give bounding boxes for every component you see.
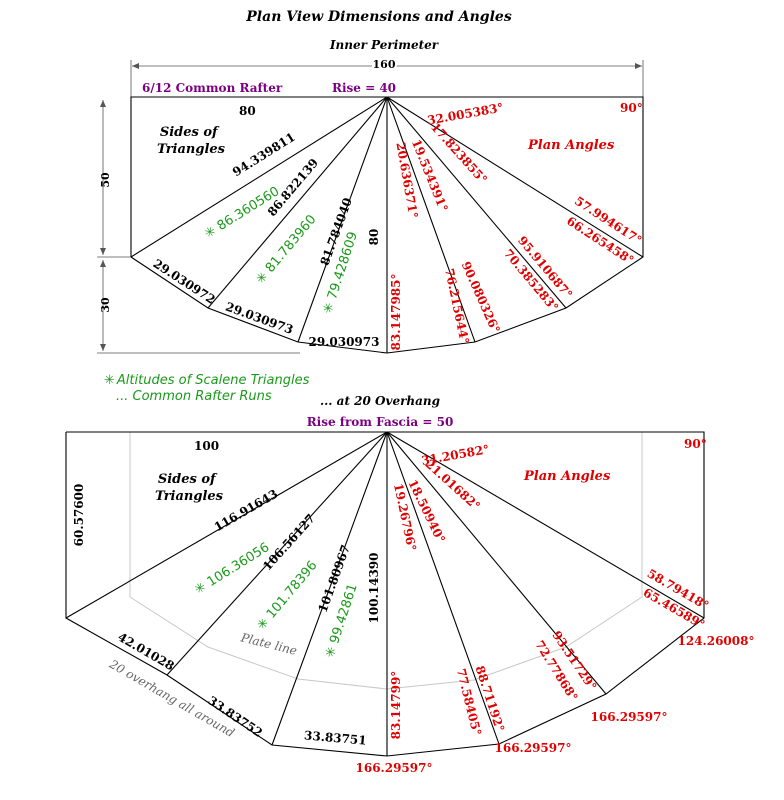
- top-plan-angles-label: Plan Angles: [527, 138, 615, 153]
- top-height-label-upper: 50: [99, 172, 112, 188]
- top-side-4: 80: [367, 229, 381, 246]
- plate-line-label: Plate line: [238, 630, 298, 658]
- top-rise-label: Rise = 40: [332, 81, 396, 95]
- bottom-sides-label-line2: Triangles: [155, 489, 224, 504]
- bottom-left-height-label: 60.57600: [72, 484, 86, 547]
- bottom-corner-angle-1: 124.26008°: [678, 634, 755, 648]
- bottom-side-4: 100.14390: [367, 553, 381, 624]
- bottom-altitude-2: ✳ 101.78396: [254, 558, 320, 633]
- top-rafter-label: 6/12 Common Rafter: [142, 81, 283, 95]
- bottom-sides-label-line1: Sides of: [158, 472, 218, 487]
- legend: ✳Altitudes of Scalene Triangles ... Comm…: [104, 373, 310, 404]
- bottom-right-angle-label: 90°: [684, 437, 707, 451]
- diagram-title: Plan View Dimensions and Angles: [245, 9, 512, 25]
- bottom-heading: ... at 20 Overhang: [320, 394, 440, 408]
- bottom-plan-angles-label: Plan Angles: [523, 469, 611, 484]
- top-sides-label-line1: Sides of: [160, 125, 220, 140]
- top-width-label: 160: [373, 58, 396, 71]
- bottom-edge-top-label: 100: [194, 439, 219, 453]
- legend-star: ✳: [104, 373, 115, 388]
- bottom-outline: [65, 431, 705, 757]
- top-height-label-lower: 30: [99, 297, 112, 313]
- top-rafter-lines: [130, 96, 644, 353]
- top-sides-label-line2: Triangles: [157, 142, 226, 157]
- top-side-1: 94.339811: [230, 130, 298, 179]
- legend-line1: ✳Altitudes of Scalene Triangles: [104, 373, 310, 388]
- bottom-corner-angle-4: 166.29597°: [356, 761, 433, 775]
- top-angle-5: 83.147985°: [389, 274, 403, 351]
- top-diagram: Inner Perimeter 160 50 30 6/12 Common Ra…: [97, 38, 644, 354]
- bottom-corner-angle-3: 166.29597°: [495, 741, 572, 755]
- bottom-perimeter-3: 33.83751: [304, 728, 368, 747]
- bottom-corner-angle-2: 166.29597°: [591, 710, 668, 724]
- top-perimeter-1: 29.030972: [151, 256, 218, 306]
- top-right-angle-label: 90°: [620, 101, 643, 115]
- top-perimeter-3: 29.030973: [309, 335, 380, 349]
- top-altitude-2-value: 81.783960: [263, 212, 320, 276]
- legend-line2: ... Common Rafter Runs: [116, 389, 272, 404]
- top-heading: Inner Perimeter: [329, 38, 440, 52]
- top-sides-label: Sides of Triangles: [157, 125, 226, 157]
- top-edge-top-label: 80: [239, 104, 256, 118]
- top-altitude-2: ✳ 81.783960: [253, 212, 319, 287]
- bottom-diagram: ... at 20 Overhang Rise from Fascia = 50…: [65, 394, 755, 775]
- bottom-rafter-lines: [65, 431, 705, 756]
- legend-line1-text: Altitudes of Scalene Triangles: [116, 373, 310, 388]
- bottom-altitude-1: ✳ 106.36056: [192, 540, 272, 598]
- bottom-angle-5: 83.14799°: [389, 671, 403, 740]
- bottom-sides-label: Sides of Triangles: [155, 472, 224, 504]
- bottom-rise-label: Rise from Fascia = 50: [307, 415, 454, 429]
